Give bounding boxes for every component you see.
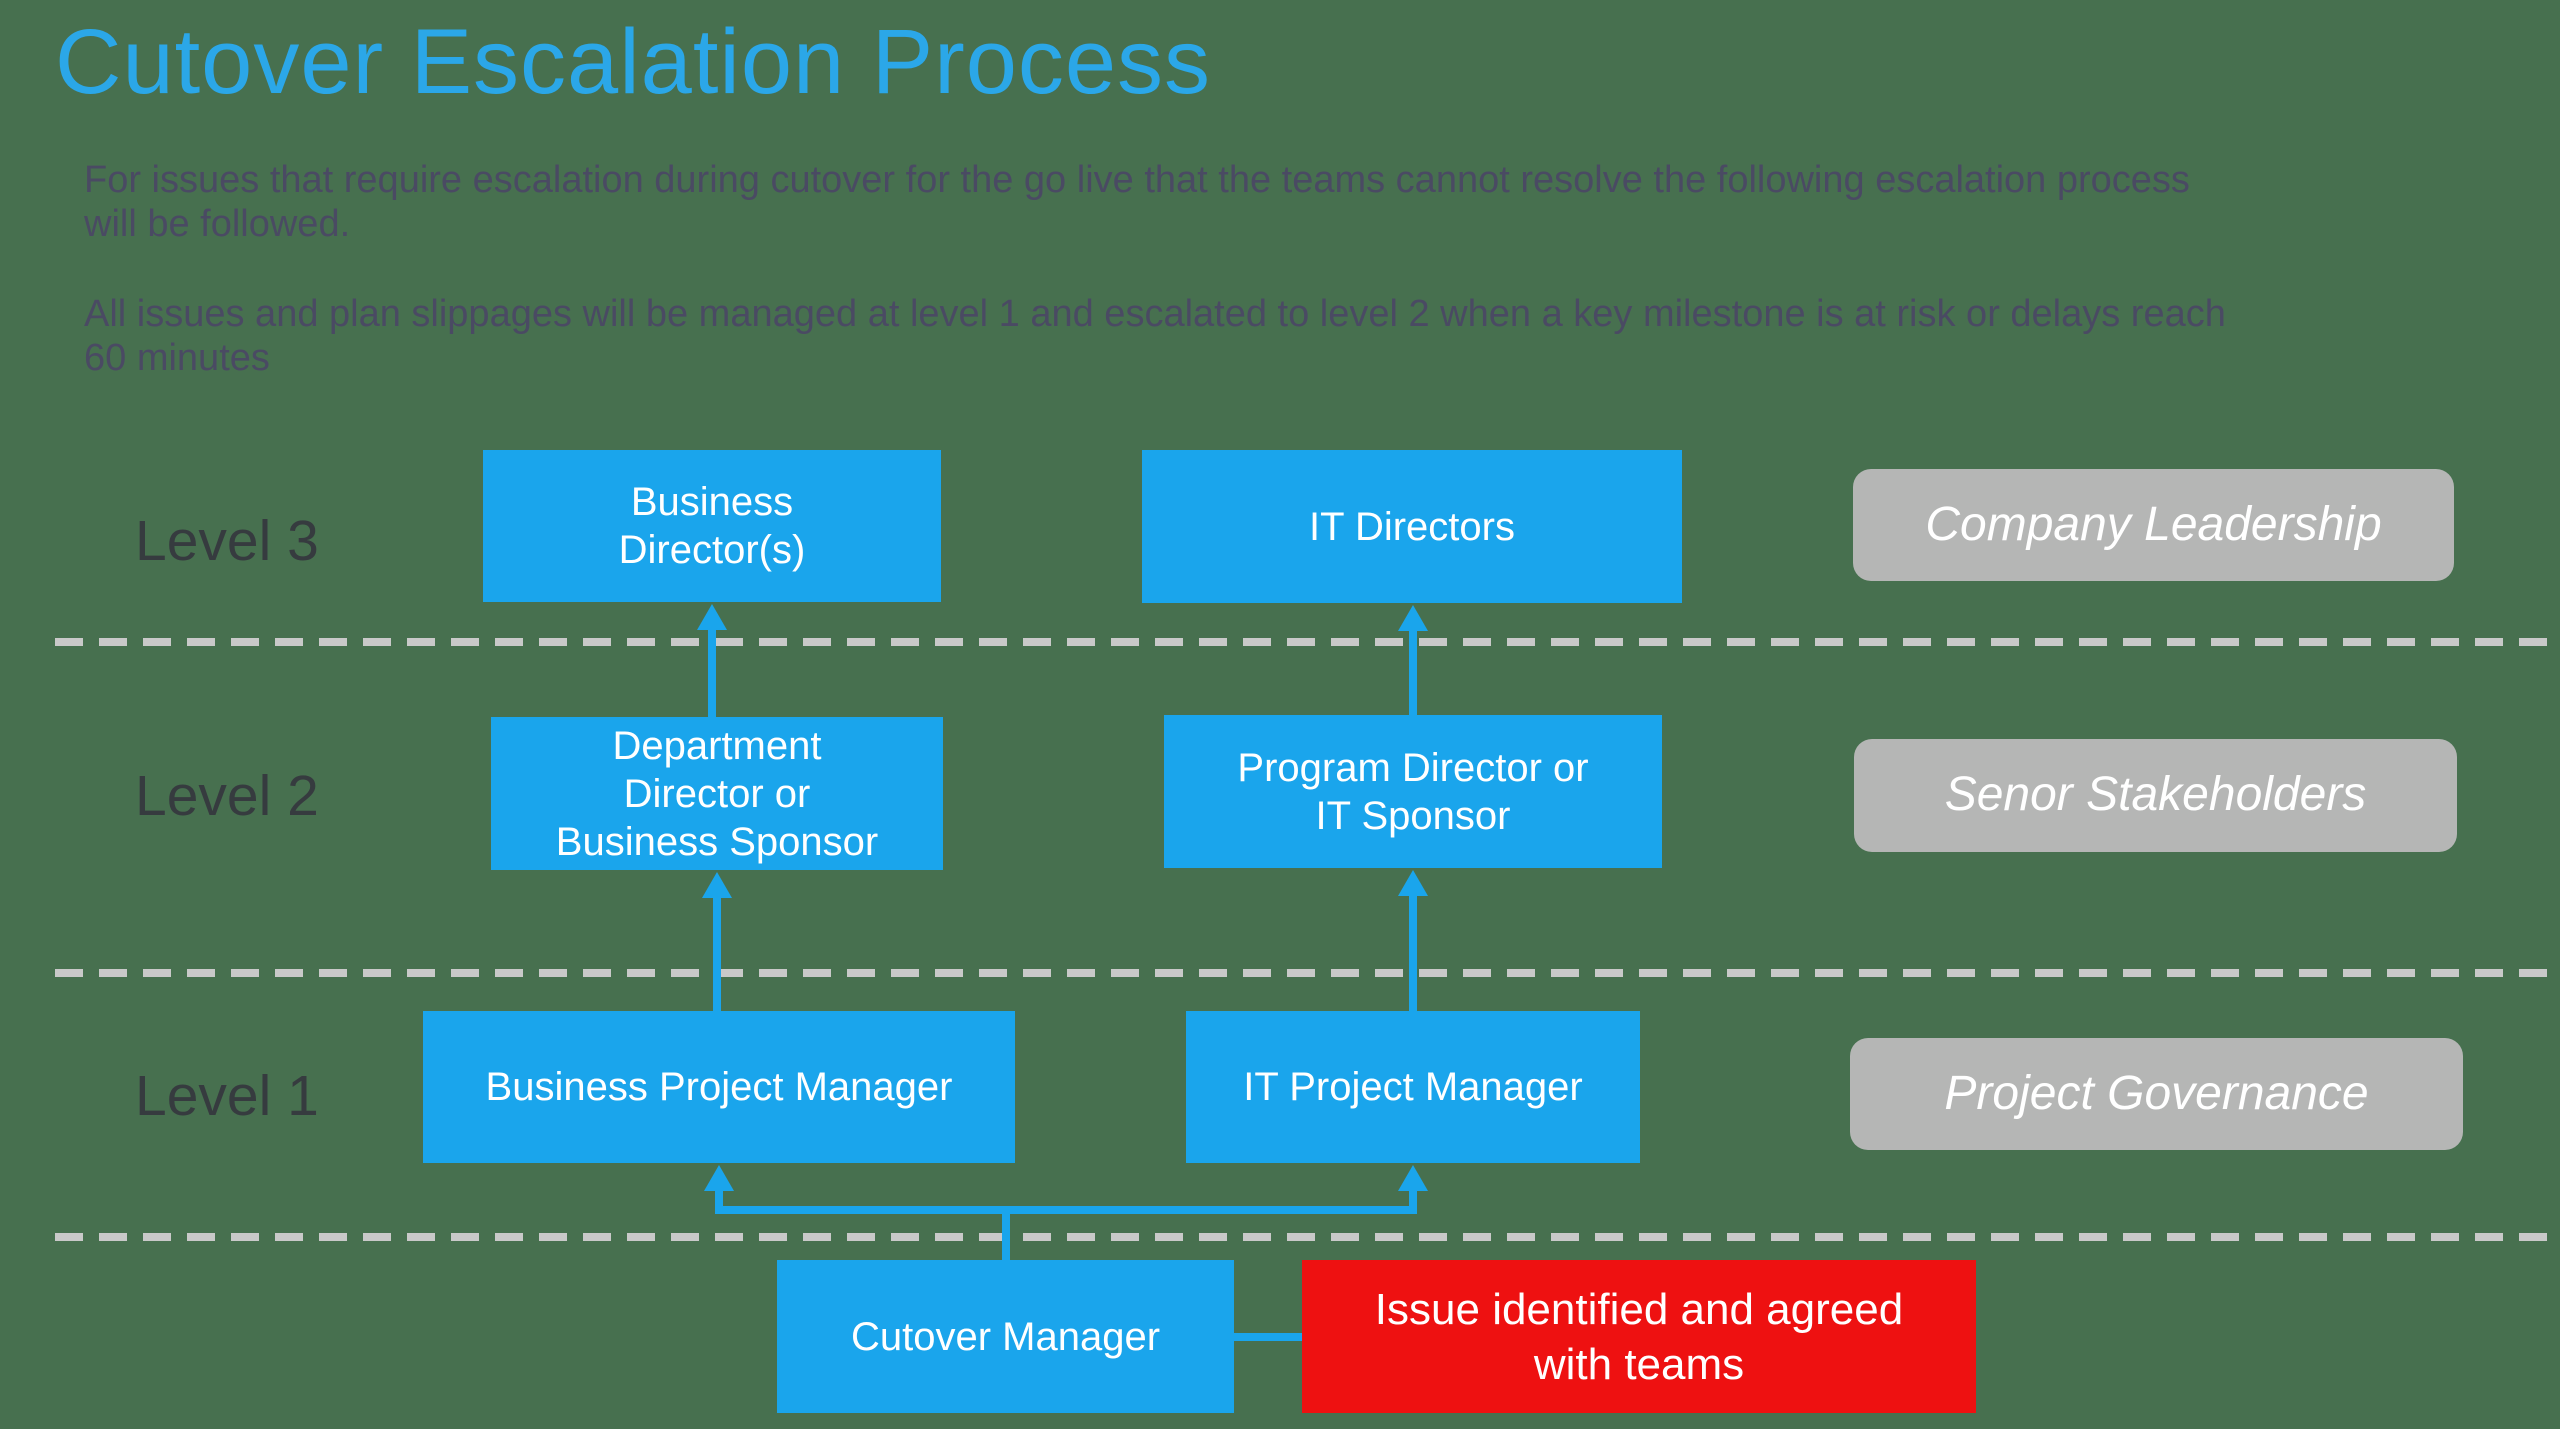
box-department-director: Department Director or Business Sponsor xyxy=(491,717,943,870)
line-junction-left-riser xyxy=(715,1187,723,1212)
box-it-project-manager: IT Project Manager xyxy=(1186,1011,1640,1163)
line-program-to-it-directors xyxy=(1409,627,1417,715)
arrow-up-to-program-director-icon xyxy=(1398,870,1428,896)
level-3-label: Level 3 xyxy=(135,509,319,573)
box-project-governance: Project Governance xyxy=(1850,1038,2463,1150)
box-business-project-manager: Business Project Manager xyxy=(423,1011,1015,1163)
box-company-leadership: Company Leadership xyxy=(1853,469,2454,581)
level-1-bottom-separator xyxy=(55,1233,2560,1241)
box-cutover-manager: Cutover Manager xyxy=(777,1260,1234,1413)
arrow-up-to-it-pm-icon xyxy=(1398,1165,1428,1191)
arrow-up-to-business-directors-icon xyxy=(697,604,727,630)
level-3-2-separator xyxy=(55,638,2560,646)
box-business-directors: Business Director(s) xyxy=(483,450,941,602)
level-2-1-separator xyxy=(55,969,2560,977)
line-bpm-to-dept-director xyxy=(713,894,721,1011)
line-itpm-to-program-director xyxy=(1409,892,1417,1011)
line-cutover-to-issue xyxy=(1234,1333,1302,1341)
arrow-up-to-department-director-icon xyxy=(702,872,732,898)
level-1-label: Level 1 xyxy=(135,1064,319,1128)
line-cutover-to-junction xyxy=(1002,1206,1010,1260)
box-program-director: Program Director or IT Sponsor xyxy=(1164,715,1662,868)
line-junction-horizontal xyxy=(715,1206,1417,1214)
line-junction-right-riser xyxy=(1409,1187,1417,1212)
box-issue-identified: Issue identified and agreed with teams xyxy=(1302,1260,1976,1413)
line-dept-to-business-directors xyxy=(708,626,716,717)
box-senor-stakeholders: Senor Stakeholders xyxy=(1854,739,2457,852)
intro-paragraph-1: For issues that require escalation durin… xyxy=(84,159,2190,246)
level-2-label: Level 2 xyxy=(135,764,319,828)
box-it-directors: IT Directors xyxy=(1142,450,1682,603)
page-title: Cutover Escalation Process xyxy=(55,11,1212,113)
arrow-up-to-business-pm-icon xyxy=(704,1165,734,1191)
arrow-up-to-it-directors-icon xyxy=(1398,605,1428,631)
intro-paragraph-2: All issues and plan slippages will be ma… xyxy=(84,293,2226,380)
